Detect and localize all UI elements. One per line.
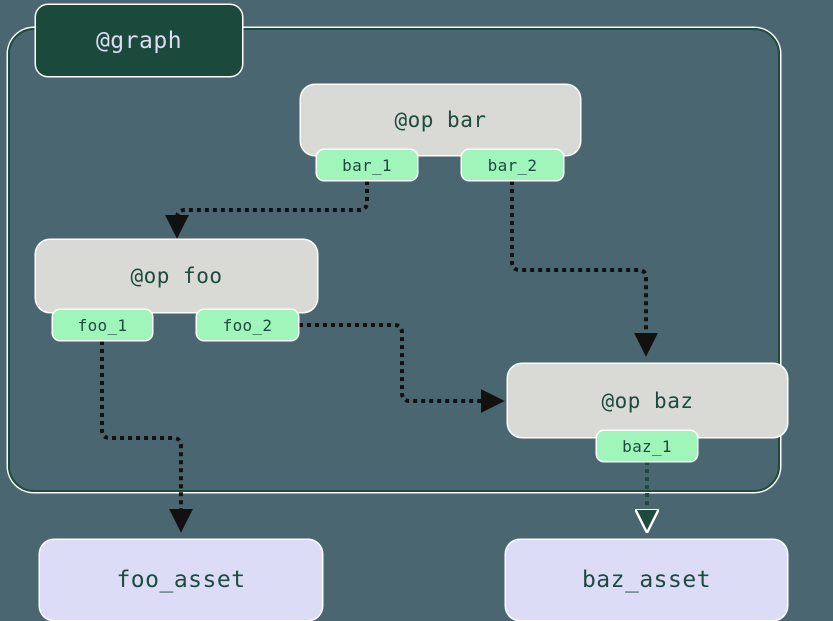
op-port-bar_1[interactable]: bar_1 <box>317 150 417 180</box>
op-port-foo_1[interactable]: foo_1 <box>53 310 152 340</box>
graph-container <box>8 28 780 492</box>
op-port-baz_1[interactable]: baz_1 <box>597 431 697 461</box>
op-node-baz[interactable]: @op baz <box>508 364 787 437</box>
asset-node-baz_asset[interactable]: baz_asset <box>506 540 787 620</box>
op-title-baz: @op baz <box>601 388 694 413</box>
op-title-bar: @op bar <box>394 108 487 132</box>
op-node-bar[interactable]: @op bar <box>301 85 580 155</box>
op-port-foo_2[interactable]: foo_2 <box>197 310 298 340</box>
asset-node-foo_asset[interactable]: foo_asset <box>40 540 322 620</box>
op-title-foo: @op foo <box>130 264 223 288</box>
op-port-bar_2[interactable]: bar_2 <box>462 150 563 180</box>
op-node-foo[interactable]: @op foo <box>36 240 317 312</box>
graph-label: @graph <box>36 5 242 76</box>
